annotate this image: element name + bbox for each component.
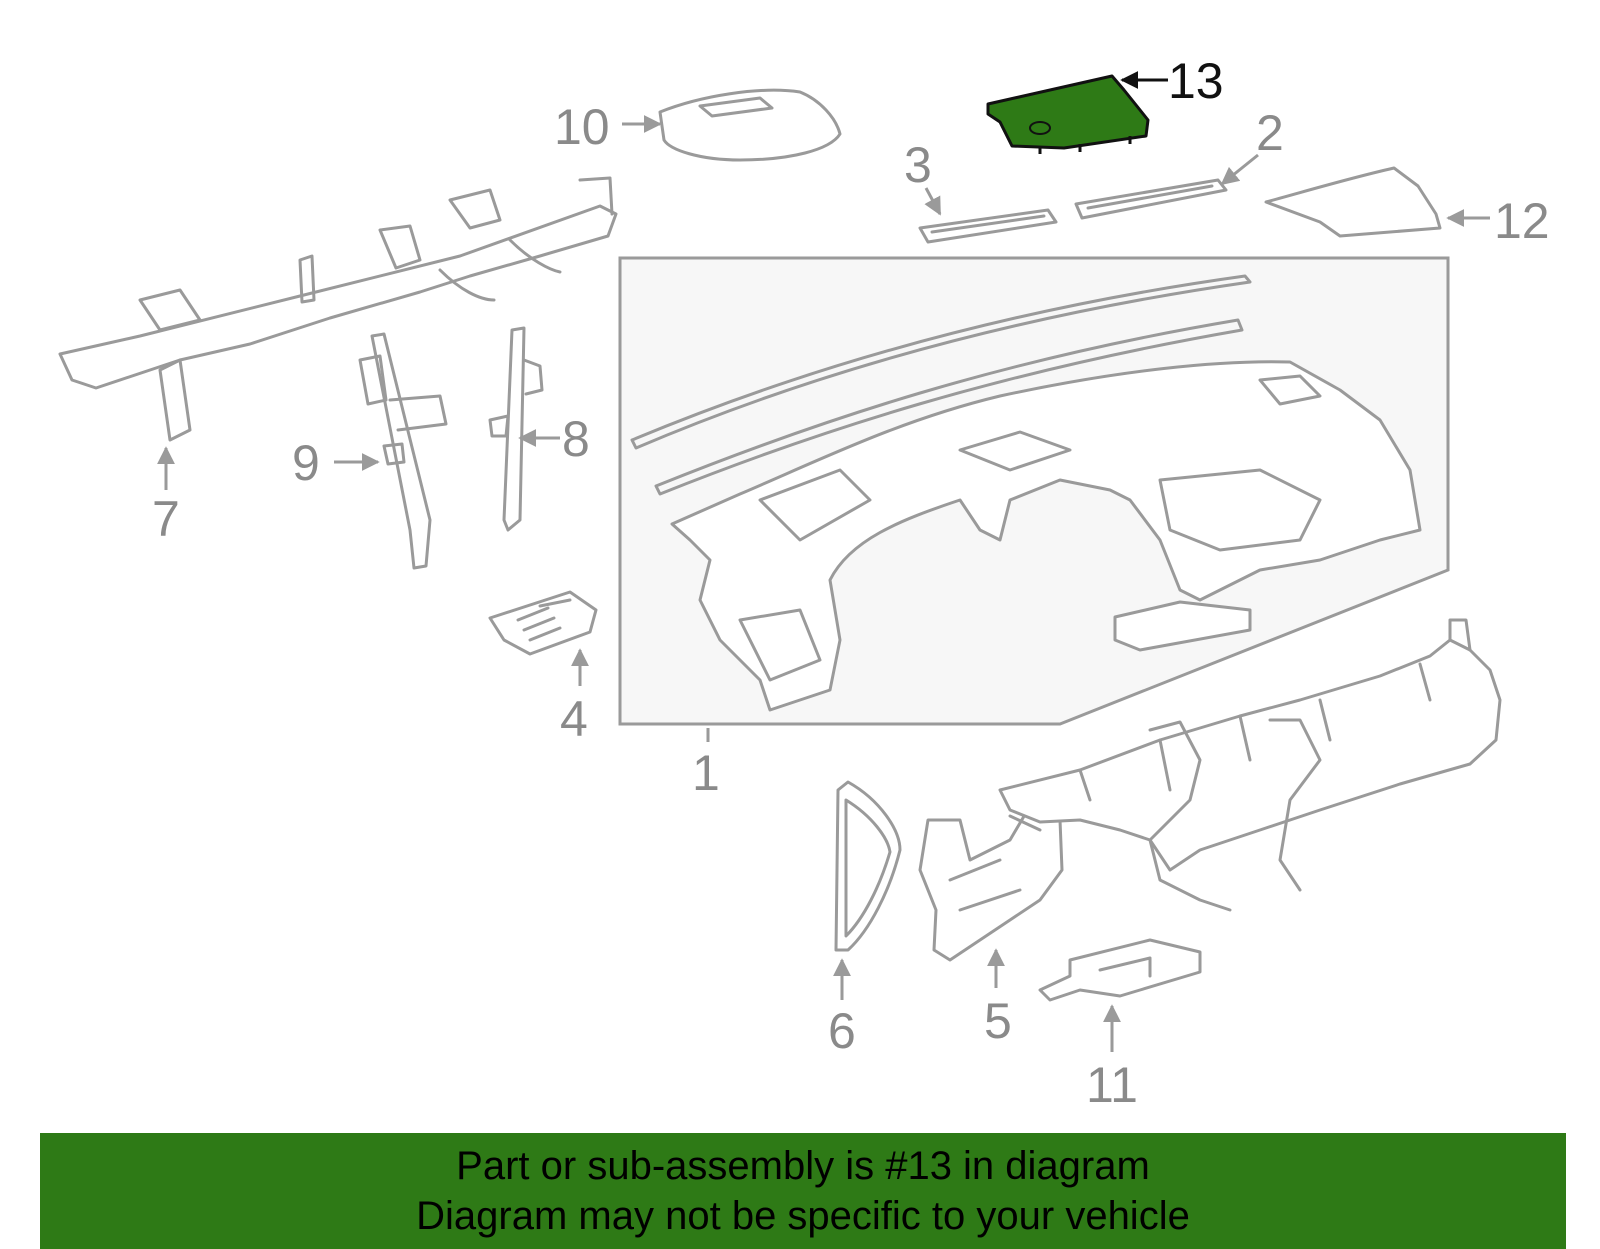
info-banner: Part or sub-assembly is #13 in diagram D… (40, 1133, 1566, 1249)
banner-line-1: Part or sub-assembly is #13 in diagram (456, 1144, 1150, 1188)
lower-reinforcement-assembly (998, 618, 1502, 912)
part-10-cover-lid (622, 88, 842, 162)
part-7-cross-beam (58, 176, 618, 490)
part-5-bracket (918, 804, 1064, 988)
label-13: 13 (1168, 53, 1224, 109)
part-13-highlighted-lid (986, 71, 1168, 154)
part-8-brace (488, 326, 560, 532)
label-2: 2 (1256, 105, 1284, 161)
label-8: 8 (562, 411, 590, 467)
part-9-brace (334, 332, 448, 570)
part-3-vent-strip (918, 187, 1058, 244)
part-2-vent-strip (1074, 153, 1259, 220)
label-9: 9 (292, 435, 320, 491)
part-11-bracket (1038, 938, 1202, 1052)
banner-line-2: Diagram may not be specific to your vehi… (416, 1194, 1190, 1238)
label-7: 7 (152, 491, 180, 547)
label-6: 6 (828, 1003, 856, 1059)
label-12: 12 (1494, 193, 1550, 249)
label-5: 5 (984, 993, 1012, 1049)
part-12-side-panel (1264, 166, 1490, 238)
part-6-trim-frame (833, 780, 902, 1000)
part-4-vent-grille (488, 590, 598, 686)
label-11: 11 (1086, 1057, 1138, 1113)
part-1-instrument-panel (618, 256, 1450, 742)
label-3: 3 (904, 137, 932, 193)
parts-diagram: 1 2 3 4 5 6 (58, 53, 1550, 1113)
label-1: 1 (692, 745, 720, 801)
label-4: 4 (560, 691, 588, 747)
label-10: 10 (554, 99, 610, 155)
